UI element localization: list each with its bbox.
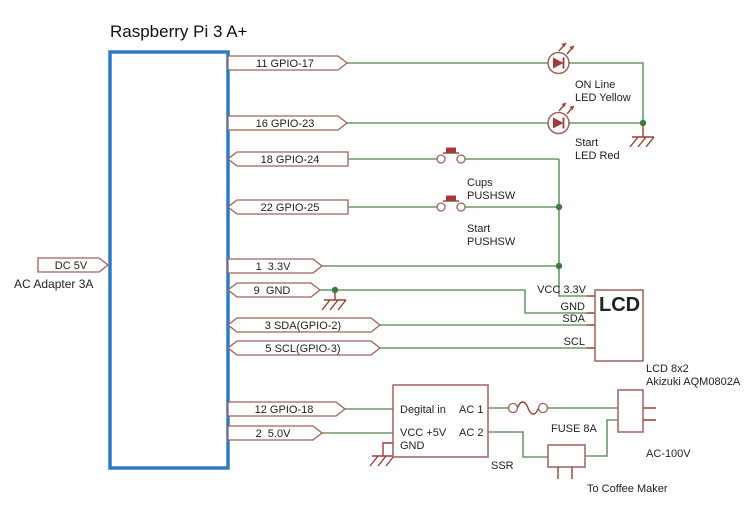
pin-label-scl	[226, 340, 382, 356]
pin-label-5v-text: 2 5.0V	[256, 428, 292, 440]
led-red-caption-1: Start	[575, 137, 598, 149]
ssr-box	[392, 384, 489, 458]
raspberry-pi-board	[108, 50, 230, 470]
pin-label-gpio25	[226, 199, 349, 215]
wire-led-yellow-to-rail	[570, 62, 644, 123]
junction-dot	[555, 203, 563, 211]
coffee-connector-box	[547, 444, 586, 468]
ground-icon	[369, 455, 395, 467]
ssr-pin-vcc-label: VCC +5V	[400, 427, 447, 439]
led-yellow-caption-2: LED Yellow	[575, 92, 631, 104]
led-red-icon	[547, 101, 576, 135]
lcd-caption-1: LCD 8x2	[646, 363, 689, 375]
wire-33v-rail	[558, 159, 587, 297]
fuse-caption: FUSE 8A	[551, 423, 598, 435]
ac-plug-prongs	[643, 407, 656, 421]
start-switch-caption-2: PUSHSW	[467, 236, 516, 248]
lcd-pin-scl-label: SCL	[564, 336, 585, 348]
pin-label-gnd	[226, 282, 322, 298]
pin-label-gpio25-text: 22 GPIO-25	[261, 202, 320, 214]
power-input: DC 5V AC Adapter 3A	[14, 257, 110, 291]
junction-dot	[555, 262, 563, 270]
lcd-pin-gnd-label: GND	[561, 301, 586, 313]
pin-labels: 11 GPIO-17 16 GPIO-23 18 GPIO-24 22 GPIO…	[226, 55, 382, 441]
ac-outlet: AC-100V	[617, 389, 691, 460]
ac-adapter-caption: AC Adapter 3A	[14, 277, 93, 291]
lcd-pin-stubs	[587, 295, 595, 349]
lcd-box	[594, 289, 644, 362]
ssr-module: Degital in AC 1 VCC +5V AC 2 GND SSR	[392, 384, 514, 472]
pin-label-gpio24-text: 18 GPIO-24	[261, 154, 320, 166]
ssr-caption: SSR	[491, 460, 514, 472]
junction-dot	[639, 119, 647, 127]
led-yellow-caption-1: ON Line	[575, 79, 615, 91]
ssr-pin-ac1-label: AC 1	[459, 404, 483, 416]
led-yellow-icon	[547, 41, 576, 75]
pin-label-gpio17	[227, 55, 349, 71]
lcd-module: LCD VCC 3.3V GND SDA SCL LCD 8x2 Akizuki…	[537, 284, 741, 388]
pin-label-33v	[227, 258, 324, 274]
pin-label-gpio23-text: 16 GPIO-23	[256, 118, 315, 130]
power-label-dc5v	[37, 257, 110, 273]
pin-label-sda-text: 3 SDA(GPIO-2)	[265, 320, 341, 332]
start-switch-caption-1: Start	[467, 223, 490, 235]
net-wires	[320, 62, 644, 458]
ac-outlet-caption: AC-100V	[646, 448, 691, 460]
lcd-name: LCD	[599, 294, 640, 316]
pushbutton-cups-icon	[436, 146, 466, 164]
pushbutton-start-icon	[436, 194, 466, 212]
ssr-pin-gnd-label: GND	[400, 440, 425, 452]
pin-label-5v	[227, 425, 324, 441]
lcd-pin-vcc-label: VCC 3.3V	[537, 284, 587, 296]
ssr-pin-ac2-label: AC 2	[459, 427, 483, 439]
led-red-caption-2: LED Red	[575, 150, 620, 162]
coffee-caption: To Coffee Maker	[587, 483, 668, 495]
lcd-pin-sda-label: SDA	[562, 313, 585, 325]
coffee-maker-connector: To Coffee Maker	[547, 444, 668, 495]
pin-label-scl-text: 5 SCL(GPIO-3)	[265, 343, 340, 355]
schematic-title: Raspberry Pi 3 A+	[110, 22, 248, 41]
pin-label-gpio23	[227, 115, 349, 131]
pin-label-gpio17-text: 11 GPIO-17	[256, 58, 314, 70]
cups-switch-caption-1: Cups	[467, 177, 493, 189]
ground-icon	[629, 136, 655, 148]
fuse-icon	[507, 401, 549, 415]
pin-label-gpio18-text: 12 GPIO-18	[255, 404, 314, 416]
pin-label-sda	[226, 317, 382, 333]
ac-plug-box	[617, 389, 644, 433]
coffee-connector-pins	[557, 467, 573, 479]
cups-switch-caption-2: PUSHSW	[467, 190, 516, 202]
gnd-stub-ssr	[382, 442, 393, 456]
wire-ac2-to-connector	[488, 431, 548, 458]
wire-gnd-to-lcd	[320, 289, 587, 314]
pin-label-gpio18	[227, 401, 347, 417]
power-label-dc5v-text: DC 5V	[55, 260, 88, 272]
ground-icon	[321, 299, 347, 311]
pin-label-gnd-text: 9 GND	[254, 285, 291, 297]
pin-label-33v-text: 1 3.3V	[256, 261, 292, 273]
junction-dot	[331, 286, 339, 294]
wire-connector-to-outlet	[585, 419, 618, 457]
ssr-pin-in-label: Degital in	[400, 404, 446, 416]
lcd-caption-2: Akizuki AQM0802A	[646, 376, 741, 388]
pin-label-gpio24	[226, 151, 349, 167]
